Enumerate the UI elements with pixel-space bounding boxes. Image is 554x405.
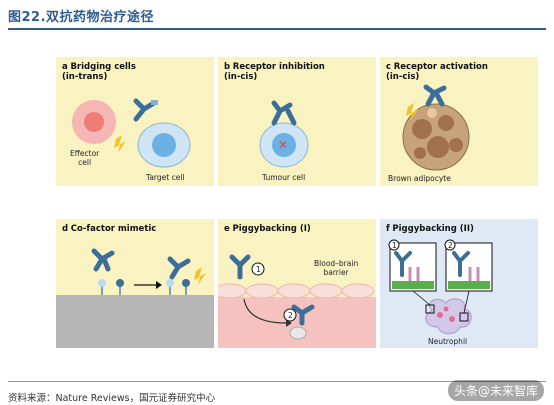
panel-piggybacking-2: f Piggybacking (II) 1 2 Neutrophil xyxy=(380,219,538,348)
effector-cell-label: Effector cell xyxy=(70,149,100,167)
title-divider xyxy=(8,28,546,30)
panel-receptor-inhibition: ✕ b Receptor inhibition(in-cis) Tumour c… xyxy=(218,57,376,186)
bridging-cells-illustration xyxy=(72,98,191,168)
panel-b-heading: b Receptor inhibition(in-cis) xyxy=(224,62,325,82)
panel-receptor-activation: c Receptor activation(in-cis) Brown adip… xyxy=(380,57,538,186)
figure-title: 图22.双抗药物治疗途径 xyxy=(8,10,155,25)
panel-a-heading: a Bridging cells(in-trans) xyxy=(62,62,136,82)
source-note: 资料来源：Nature Reviews，国元证券研究中心 xyxy=(8,393,216,404)
piggybacking-1-illustration xyxy=(218,254,376,348)
neutrophil-label: Neutrophil xyxy=(428,337,468,346)
panel-c-heading: c Receptor activation(in-cis) xyxy=(386,62,488,82)
panel-f-heading: f Piggybacking (II) xyxy=(386,224,474,234)
receptor-inhibition-illustration: ✕ xyxy=(259,100,309,168)
target-cell-label: Target cell xyxy=(146,173,185,182)
panel-cofactor-mimetic: d Co-factor mimetic xyxy=(56,219,214,348)
tumour-cell-label: Tumour cell xyxy=(262,173,306,182)
panel-bridging-cells: a Bridging cells(in-trans) Effector cell… xyxy=(56,57,214,186)
receptor-activation-illustration xyxy=(402,84,470,171)
step-2-marker: 2 xyxy=(288,311,293,320)
step-1-marker: 1 xyxy=(392,241,397,250)
cofactor-mimetic-illustration xyxy=(56,248,214,348)
watermark: 头条@未来智库 xyxy=(447,380,544,401)
step-2-marker: 2 xyxy=(448,241,453,250)
step-1-marker: 1 xyxy=(256,265,261,274)
blood-brain-barrier-label: Blood–brain barrier xyxy=(314,259,359,277)
brown-adipocyte-label: Brown adipocyte xyxy=(388,174,451,183)
panel-d-heading: d Co-factor mimetic xyxy=(62,224,157,234)
piggybacking-2-illustration xyxy=(388,239,493,335)
panel-piggybacking-1: e Piggybacking (I) 1 2 Blood–brain barri… xyxy=(218,219,376,348)
source-divider xyxy=(8,381,546,382)
svg-text:✕: ✕ xyxy=(278,138,288,152)
panel-e-heading: e Piggybacking (I) xyxy=(224,224,311,234)
